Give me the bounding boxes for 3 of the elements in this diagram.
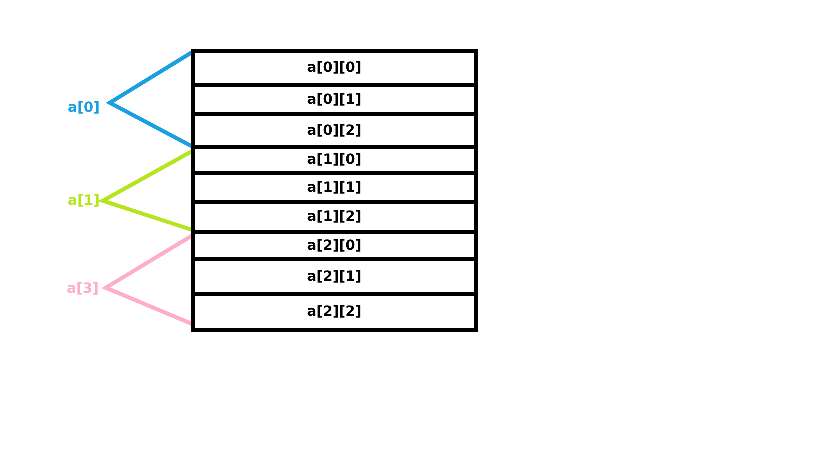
row-label: a[0] bbox=[68, 100, 100, 116]
row-label: a[1] bbox=[68, 193, 100, 209]
row-label: a[3] bbox=[67, 281, 99, 297]
